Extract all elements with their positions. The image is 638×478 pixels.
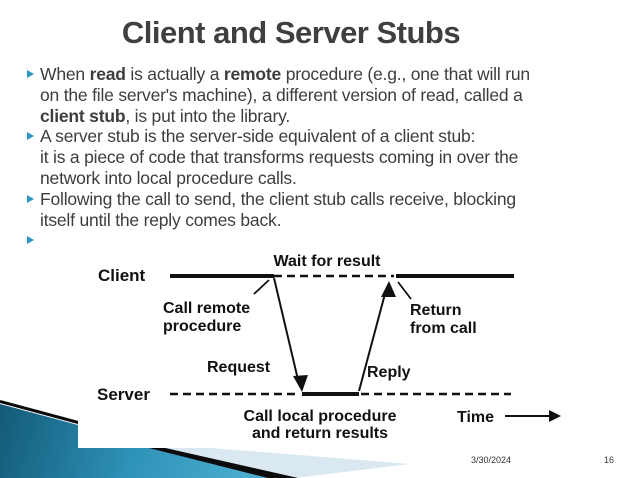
client-label: Client [98, 266, 146, 285]
bullet-arrow-icon [27, 236, 34, 245]
call-remote-label-line2: procedure [163, 318, 241, 335]
time-label: Time [457, 409, 494, 426]
bullet-list: When read is actually a remote procedure… [27, 64, 612, 251]
call-remote-pointer-line [253, 279, 270, 295]
reply-label: Reply [367, 364, 411, 381]
return-label-line2: from call [410, 320, 477, 337]
bullet-item-1: When read is actually a remote procedure… [27, 64, 612, 126]
return-label-line1: Return [410, 302, 462, 319]
call-local-label-line2: and return results [252, 425, 388, 442]
bullet-line: A server stub is the server-side equival… [40, 126, 476, 147]
bullet-line: it is a piece of code that transforms re… [40, 147, 519, 168]
bullet-line: When read is actually a remote procedure… [40, 64, 530, 84]
call-local-label-line1: Call local procedure [244, 408, 397, 425]
request-arrow [273, 277, 308, 392]
bullet-line: Following the call to send, the client s… [40, 188, 516, 209]
bullet-item-2: A server stub is the server-side equival… [27, 126, 612, 188]
decoration-pale-wedge [137, 442, 410, 478]
decoration-teal-swoosh [0, 404, 268, 478]
bullet-line: client stub, is put into the library. [40, 105, 291, 126]
bullet-arrow-icon [27, 194, 34, 203]
bullet-line: on the file server's machine), a differe… [40, 84, 523, 105]
call-remote-label-line1: Call remote [163, 300, 250, 317]
bullet-arrow-icon [27, 70, 34, 78]
bullet-item-3: Following the call to send, the client s… [27, 189, 612, 231]
slide-title: Client and Server Stubs [121, 15, 461, 50]
decoration-black-stripe [123, 440, 298, 478]
bullet-item-4-empty [27, 230, 612, 251]
bullet-line: itself until the reply comes back. [40, 209, 282, 230]
slide-date: 3/30/2024 [471, 455, 512, 465]
bullet-line: network into local procedure calls. [40, 167, 297, 188]
bullet-arrow-icon [27, 132, 34, 141]
reply-arrow [358, 281, 396, 392]
rpc-diagram: Wait for result Client Server Call remot… [78, 245, 572, 448]
request-label: Request [207, 359, 271, 376]
return-pointer-line [397, 281, 412, 300]
decoration-edge-line [0, 400, 81, 425]
slide-page-number: 16 [604, 455, 615, 465]
time-arrow [505, 410, 561, 422]
server-label: Server [97, 385, 150, 404]
wait-for-result-label: Wait for result [274, 253, 382, 270]
